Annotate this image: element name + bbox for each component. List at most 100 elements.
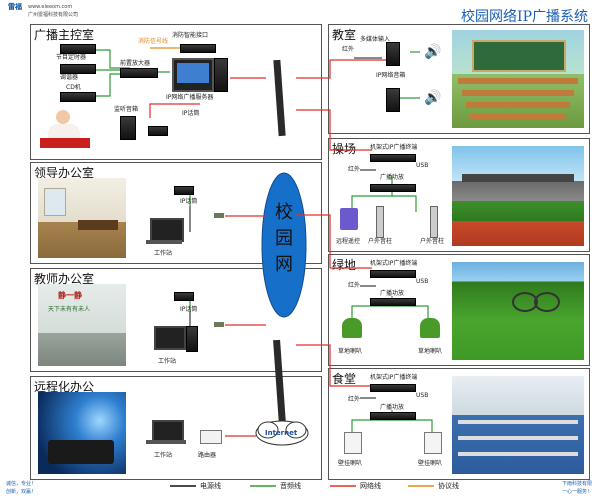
teacher-pc-label: 工作站 — [158, 358, 177, 365]
campus-network-cloud — [261, 172, 307, 318]
server-label: IP网络广播服务器 — [166, 94, 214, 101]
internet-cloud — [255, 420, 309, 446]
legend-label-protocol: 协议线 — [438, 482, 459, 490]
legend-label-power: 电源线 — [200, 482, 221, 490]
core-switch-top — [273, 59, 286, 137]
playground-amp-device — [370, 184, 416, 192]
playground-remote-label: 远程遥控 — [336, 238, 361, 245]
canteen-ir-label: 红外 — [348, 396, 361, 403]
panel-title-teacher-office: 教师办公室 — [34, 272, 95, 286]
leader-pager-device — [174, 186, 194, 195]
remote-laptop-base — [146, 440, 186, 444]
playground-amp-label: 广播功放 — [380, 174, 405, 181]
pre-amp-device — [120, 68, 158, 78]
canteen-spk2-label: 壁挂喇叭 — [418, 460, 443, 467]
green-ir-label: 红外 — [348, 282, 361, 289]
footer-slogan-right-1: 下雨科技有限 — [561, 481, 592, 487]
remote-pc-label: 工作站 — [154, 452, 173, 459]
page-title: 校园网络IP广播系统 — [461, 9, 588, 25]
cd-label: CD机 — [66, 84, 81, 91]
pre-amp-label: 前置放大器 — [120, 60, 151, 67]
internet-label: Internet — [265, 429, 298, 437]
green-terminal-device — [370, 270, 416, 278]
canteen-amp-device — [370, 412, 416, 420]
fire-signal-label: 消防信号线 — [138, 38, 169, 45]
playground-column-speaker-1 — [376, 206, 384, 238]
classroom-ir-label: 红外 — [342, 46, 355, 53]
router-device — [200, 430, 222, 444]
green-amp-label: 广播功放 — [380, 290, 405, 297]
leader-pager-label: IP话筒 — [180, 198, 198, 205]
teacher-pc-monitor — [154, 326, 186, 350]
green-usb-label: USB — [416, 278, 429, 285]
playground-terminal-device — [370, 154, 416, 162]
cd-player-device — [60, 92, 96, 102]
server-monitor — [172, 58, 214, 92]
ip-pager-label: IP话筒 — [182, 110, 200, 117]
logo-url: www.eleeom.com — [28, 4, 73, 10]
green-photo — [452, 262, 584, 360]
fire-interface-device — [180, 44, 216, 53]
panel-title-classroom: 教室 — [332, 28, 357, 42]
classroom-horn-icon-2: 🔊 — [424, 90, 442, 106]
classroom-speaker-label: IP网络音箱 — [376, 72, 406, 79]
canteen-terminal-label: 机架式IP广播终端 — [370, 374, 418, 381]
fire-interface-label: 消防智能接口 — [172, 32, 209, 39]
leader-office-photo — [38, 178, 126, 258]
canteen-amp-label: 广播功放 — [380, 404, 405, 411]
classroom-speaker-box-1 — [386, 42, 400, 66]
legend-label-audio: 音频线 — [280, 482, 301, 490]
timer-label: 节目定时器 — [56, 54, 87, 61]
green-terminal-label: 机架式IP广播终端 — [370, 260, 418, 267]
playground-ir-label: 红外 — [348, 166, 361, 173]
playground-col1-label: 户外音柱 — [368, 238, 393, 245]
green-spk1-label: 草地喇叭 — [338, 348, 363, 355]
classroom-speaker-box-2 — [386, 88, 400, 112]
remote-office-photo — [38, 392, 126, 474]
ip-pager-device — [148, 126, 168, 136]
canteen-wall-speaker-1 — [344, 432, 362, 454]
monitor-speaker-label: 监听音箱 — [114, 106, 139, 113]
leader-pc-monitor — [150, 218, 184, 242]
playground-terminal-label: 机架式IP广播终端 — [370, 144, 418, 151]
broadcaster-person — [40, 108, 90, 154]
teacher-pc-tower — [186, 326, 198, 352]
logo: 雷福 www.eleeom.com 广州雷福科技有限公司 — [8, 4, 88, 20]
tuner-device — [60, 64, 96, 74]
converter-leader — [214, 213, 224, 218]
canteen-wall-speaker-2 — [424, 432, 442, 454]
canteen-usb-label: USB — [416, 392, 429, 399]
playground-col2-label: 户外音柱 — [420, 238, 445, 245]
footer-slogan-right-2: 一心一服务！ — [561, 489, 592, 495]
teacher-pager-device — [174, 292, 194, 301]
teacher-wall-text-1: 静一静 — [58, 291, 82, 300]
logo-company: 广州雷福科技有限公司 — [28, 12, 79, 18]
panel-title-canteen: 食堂 — [332, 372, 357, 386]
remote-laptop — [152, 420, 184, 442]
legend-label-network: 网络线 — [360, 482, 381, 490]
green-lawn-speaker-2 — [420, 318, 440, 338]
green-spk2-label: 草地喇叭 — [418, 348, 443, 355]
teacher-pager-label: IP话筒 — [180, 306, 198, 313]
footer-slogan-left-1: 诚信，专业！ — [6, 481, 37, 487]
canteen-terminal-device — [370, 384, 416, 392]
green-lawn-speaker-1 — [342, 318, 362, 338]
teacher-office-photo: 静一静 天下未有有未人 — [38, 284, 126, 366]
leader-pc-keyboard — [146, 240, 182, 244]
footer-slogan-left-2: 创新，双赢！ — [6, 489, 37, 495]
panel-title-control-room: 广播主控室 — [34, 28, 95, 42]
campus-network-label: 校园网 — [275, 202, 293, 275]
canteen-spk1-label: 壁挂喇叭 — [338, 460, 363, 467]
classroom-ext-input-label: 多媒体输入 — [360, 36, 391, 43]
server-tower — [214, 58, 228, 92]
teacher-wall-text-2: 天下未有有未人 — [48, 306, 91, 313]
core-switch-bottom — [273, 339, 286, 425]
classroom-horn-icon-1: 🔊 — [424, 44, 442, 60]
monitor-speaker-device — [120, 116, 136, 140]
playground-usb-label: USB — [416, 162, 429, 169]
panel-title-playground: 操场 — [332, 142, 357, 156]
green-amp-device — [370, 298, 416, 306]
classroom-photo — [452, 30, 584, 128]
tuner-label: 调谐器 — [60, 74, 79, 81]
